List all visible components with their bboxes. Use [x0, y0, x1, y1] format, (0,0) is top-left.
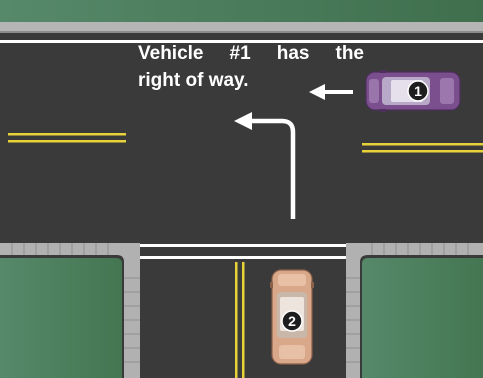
grass-southwest	[0, 258, 122, 378]
grass-southeast	[362, 258, 483, 378]
vehicle-2-number: 2	[288, 313, 296, 329]
vehicle-1-number: 1	[414, 83, 422, 99]
vehicle-1-badge: 1	[408, 81, 428, 101]
caption-line-1: Vehicle #1 has the	[138, 40, 364, 67]
vehicle-2-badge: 2	[282, 311, 302, 331]
right-of-way-caption: Vehicle #1 has the right of way.	[138, 40, 364, 94]
top-grass	[0, 0, 483, 22]
caption-line-2: right of way.	[138, 67, 364, 94]
